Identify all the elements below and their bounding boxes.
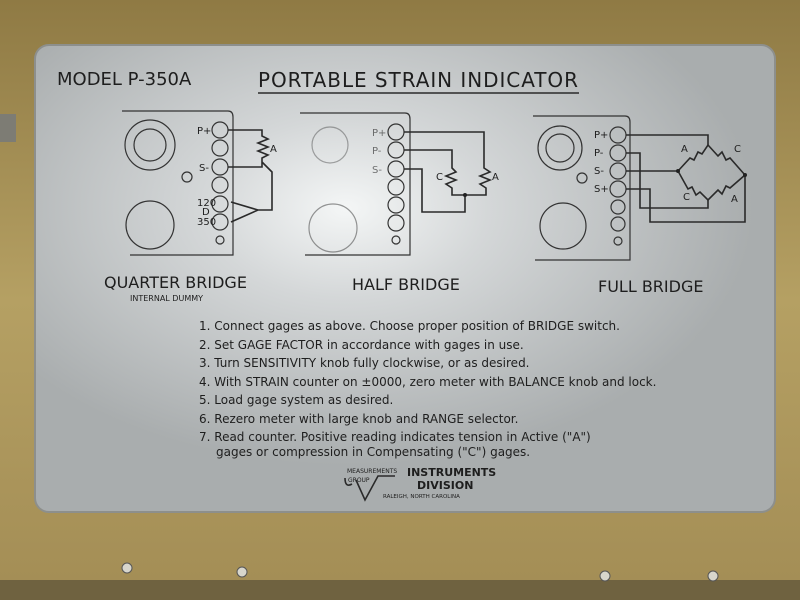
nameplate	[34, 44, 776, 513]
model-number: MODEL P-350A	[57, 69, 192, 90]
logo-text: GROUP	[348, 477, 370, 484]
maker-division: DIVISION	[417, 479, 473, 492]
toggle-switch-icon	[181, 171, 193, 183]
terminal-label: S-	[199, 163, 209, 174]
quarter-bridge-diagram: P+ S- 120 D 350 A QUARTER BRIDGE INTERNA…	[104, 110, 277, 303]
terminal-label: D	[202, 207, 210, 218]
instruction-item: 3. Turn SENSITIVITY knob fully clockwise…	[199, 356, 530, 370]
logo-text: MEASUREMENTS	[347, 468, 397, 475]
full-bridge-diagram: P+ P- S- S+ A C C A FULL BRIDGE	[533, 115, 747, 296]
terminal-label: P+	[197, 126, 211, 137]
plate-title: PORTABLE STRAIN INDICATOR	[258, 68, 578, 92]
instruction-item: 5. Load gage system as desired.	[199, 393, 393, 407]
full-bridge-label: FULL BRIDGE	[598, 277, 703, 296]
terminal-label: P+	[372, 128, 386, 139]
terminal-label: P-	[594, 148, 604, 159]
terminal-label: 350	[197, 217, 216, 228]
instruction-item: 2. Set GAGE FACTOR in accordance with ga…	[199, 338, 524, 352]
terminal-label: P-	[372, 146, 382, 157]
instruction-item: 6. Rezero meter with large knob and RANG…	[199, 412, 518, 426]
quarter-bridge-label: QUARTER BRIDGE	[104, 273, 247, 292]
terminal-label: S-	[594, 166, 604, 177]
instruction-item: 7. Read counter. Positive reading indica…	[199, 430, 591, 444]
gage-label: A	[731, 194, 738, 205]
instruction-item: 4. With STRAIN counter on ±0000, zero me…	[199, 375, 656, 389]
toggle-switch-icon	[576, 172, 588, 184]
instruction-item: gages or compression in Compensating ("C…	[216, 445, 530, 459]
internal-dummy-label: INTERNAL DUMMY	[130, 294, 203, 303]
terminal-label: S+	[594, 184, 609, 195]
maker-name: INSTRUMENTS	[407, 466, 496, 479]
screws	[121, 562, 719, 582]
half-bridge-diagram: P+ P- S- C A HALF BRIDGE	[300, 112, 499, 294]
gage-label: C	[734, 144, 741, 155]
terminal-label: 120	[197, 198, 216, 209]
manufacturer-logo: MEASUREMENTS GROUP INSTRUMENTS DIVISION …	[344, 466, 496, 502]
gage-label: A	[270, 144, 277, 155]
gage-label: C	[683, 192, 690, 203]
case-edge	[0, 580, 800, 600]
terminal-label: S-	[372, 165, 382, 176]
gage-label: C	[436, 172, 443, 183]
gage-label: A	[681, 144, 688, 155]
hinge	[0, 114, 16, 142]
gage-label: A	[492, 172, 499, 183]
instruction-item: 1. Connect gages as above. Choose proper…	[199, 319, 620, 333]
terminal-label: P+	[594, 130, 608, 141]
maker-location: RALEIGH, NORTH CAROLINA	[383, 494, 460, 500]
half-bridge-label: HALF BRIDGE	[352, 275, 460, 294]
instructions-list: 1. Connect gages as above. Choose proper…	[199, 319, 656, 459]
